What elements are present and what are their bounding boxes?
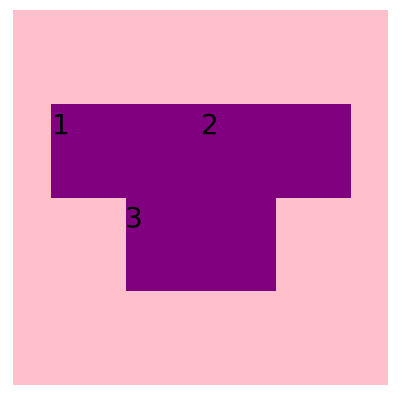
- label-1: 1: [52, 108, 70, 141]
- label-2: 2: [201, 108, 219, 141]
- label-3: 3: [125, 201, 143, 234]
- shape-top-bar: [51, 104, 351, 198]
- canvas-area: 1 2 3: [13, 10, 388, 385]
- shape-bottom-block: [126, 198, 276, 291]
